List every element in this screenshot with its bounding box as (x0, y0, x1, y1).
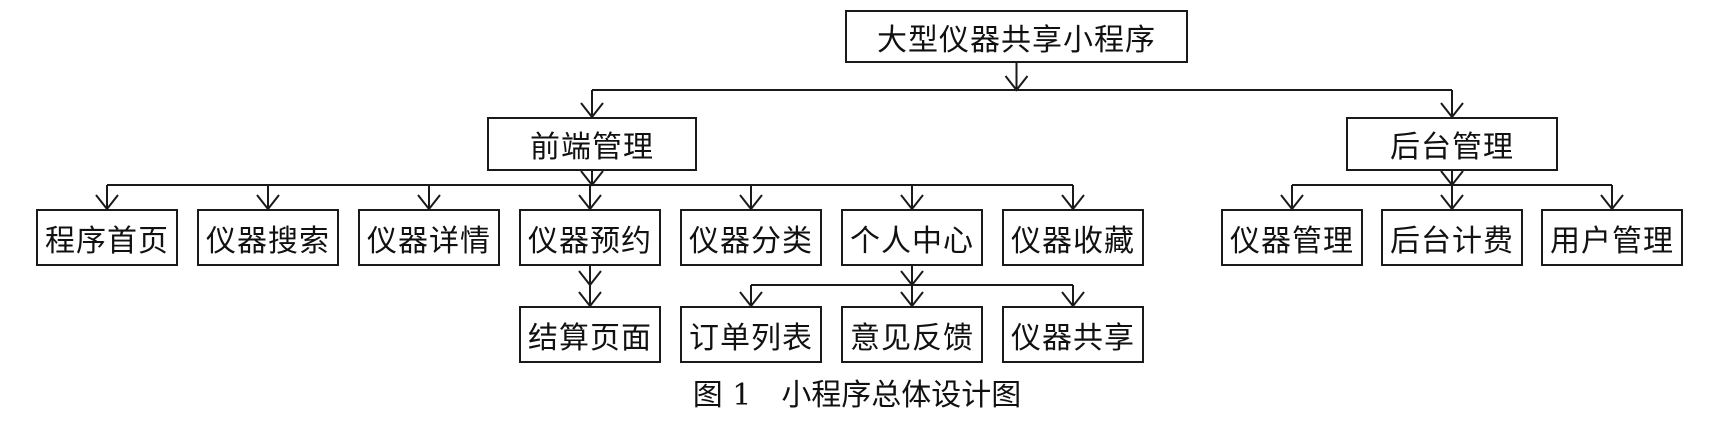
node-order-list: 订单列表 (680, 306, 822, 363)
node-program-home: 程序首页 (36, 209, 178, 266)
node-personal-center: 个人中心 (841, 209, 983, 266)
node-instrument-booking: 仪器预约 (519, 209, 661, 266)
caption-number: 图 1 (692, 378, 752, 413)
node-instrument-search: 仪器搜索 (197, 209, 339, 266)
node-instrument-details: 仪器详情 (358, 209, 500, 266)
arrow-head (1440, 170, 1464, 187)
figure-caption: 图 1 小程序总体设计图 (0, 368, 1714, 416)
node-back-management: 后台管理 (1346, 117, 1558, 171)
arrow-head (580, 170, 604, 187)
node-instrument-category: 仪器分类 (680, 209, 822, 266)
node-root: 大型仪器共享小程序 (845, 10, 1188, 63)
arrow-head (900, 270, 924, 287)
node-checkout-page: 结算页面 (519, 306, 661, 363)
arrow-head (578, 270, 602, 287)
caption-title: 小程序总体设计图 (781, 378, 1022, 413)
node-backend-billing: 后台计费 (1381, 209, 1523, 266)
node-instrument-management: 仪器管理 (1221, 209, 1363, 266)
node-front-management: 前端管理 (487, 117, 697, 171)
node-instrument-favorites: 仪器收藏 (1002, 209, 1144, 266)
node-feedback: 意见反馈 (841, 306, 983, 363)
arrow-head (1004, 75, 1029, 92)
node-user-management: 用户管理 (1541, 209, 1683, 266)
node-instrument-sharing: 仪器共享 (1002, 306, 1144, 363)
